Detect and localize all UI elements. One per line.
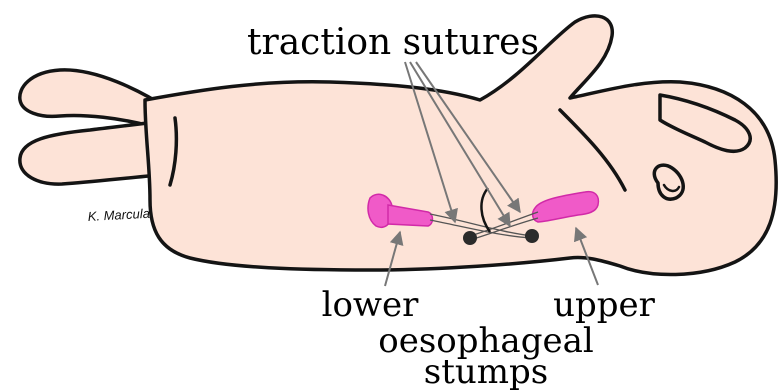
label-stumps: stumps (424, 352, 548, 390)
label-traction-sutures: traction sutures (247, 22, 539, 63)
artist-signature: K. Marcula (87, 206, 150, 224)
label-upper: upper (553, 285, 656, 325)
label-lower: lower (322, 285, 420, 325)
suture-knot-left (463, 231, 477, 245)
suture-knot-right (525, 229, 539, 243)
